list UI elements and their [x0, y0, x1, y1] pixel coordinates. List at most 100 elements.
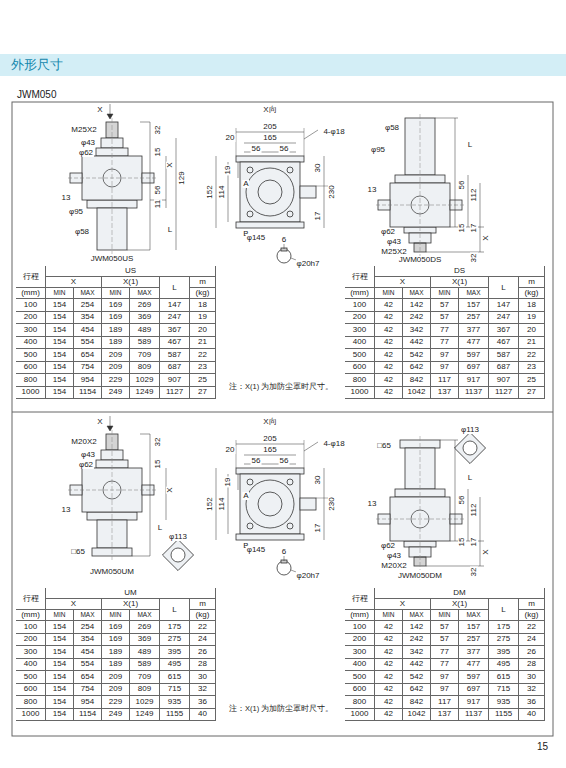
- table-cell: UM: [124, 589, 136, 597]
- table-cell-box: 800: [345, 696, 375, 709]
- table-cell: 754: [81, 363, 94, 371]
- table-cell-box: 442: [403, 659, 431, 672]
- table-cell: 597: [467, 673, 480, 681]
- table-cell-box: MIN: [375, 288, 403, 299]
- table-cell: 809: [138, 363, 151, 371]
- page-number: 15: [536, 742, 549, 752]
- table-cell: 715: [168, 685, 181, 693]
- table-cell: 697: [467, 363, 480, 371]
- table-cell: 19: [527, 313, 536, 321]
- table-cell: 154: [53, 698, 66, 706]
- table-cell-box: 542: [403, 349, 431, 362]
- table-cell: 23: [527, 363, 536, 371]
- table-cell: 77: [440, 338, 449, 346]
- table-cell-box: 189: [102, 646, 130, 659]
- dimension-label: X: [482, 234, 490, 241]
- table-cell: 30: [527, 673, 536, 681]
- table-cell: 27: [198, 388, 207, 396]
- table-cell-box: 21: [190, 337, 216, 350]
- table-cell: 654: [81, 673, 94, 681]
- table-cell-box: 395: [160, 646, 190, 659]
- table-cell-box: 19: [190, 312, 216, 325]
- table-cell-box: 454: [74, 324, 102, 337]
- table-cell-box: m: [190, 599, 216, 610]
- table-cell: 367: [497, 326, 510, 334]
- dimension-label: 32: [470, 567, 478, 578]
- table-cell: 247: [168, 313, 181, 321]
- dimension-label: 17: [314, 211, 322, 222]
- dimension-label: JWM050US: [90, 255, 135, 263]
- table-cell: 400: [353, 660, 366, 668]
- table-cell: X(1): [452, 600, 467, 608]
- table-cell-box: 1137: [459, 387, 489, 400]
- table-cell: 477: [467, 338, 480, 346]
- dimension-label: 13: [61, 506, 72, 514]
- table-cell-box: MAX: [130, 610, 160, 621]
- table-cell-box: 40: [190, 709, 216, 722]
- dimension-label: 114: [218, 497, 226, 512]
- dimension-label: JWM050UM: [89, 568, 135, 576]
- table-cell: DS: [454, 267, 465, 275]
- table-cell: 615: [168, 673, 181, 681]
- dimension-label: 19: [224, 165, 232, 176]
- table-cell-box: 147: [489, 299, 519, 312]
- table-cell-box: 142: [403, 621, 431, 634]
- table-cell: 642: [410, 363, 423, 371]
- table-cell: 369: [138, 313, 151, 321]
- dimension-label: φ20h7: [296, 572, 321, 580]
- dimension-label: φ62: [78, 149, 94, 157]
- dimension-label: 30: [314, 163, 322, 174]
- table-cell: 800: [353, 376, 366, 384]
- table-cell-box: 200: [345, 312, 375, 325]
- table-cell-box: DM: [375, 588, 545, 599]
- table-cell: 100: [24, 301, 37, 309]
- dimension-label: 15: [458, 223, 466, 234]
- table-cell-box: m: [519, 277, 545, 288]
- table-cell: 27: [527, 388, 536, 396]
- table-cell-box: 100: [16, 621, 46, 634]
- table-cell: 57: [440, 301, 449, 309]
- table-cell: m: [199, 278, 206, 286]
- table-cell: 342: [410, 326, 423, 334]
- table-cell: 18: [527, 301, 536, 309]
- table-cell-box: X(1): [102, 599, 160, 610]
- table-cell: 117: [438, 698, 451, 706]
- table-cell-box: 500: [345, 671, 375, 684]
- table-cell: US: [125, 267, 136, 275]
- table-cell: 935: [497, 698, 510, 706]
- dimension-label: 4-φ18: [322, 128, 345, 136]
- table-cell: 1249: [136, 388, 154, 396]
- table-cell: 25: [527, 376, 536, 384]
- table-cell-box: 257: [459, 312, 489, 325]
- table-cell-box: 209: [102, 684, 130, 697]
- table-cell: 154: [53, 338, 66, 346]
- table-cell: 200: [353, 635, 366, 643]
- table-cell-box: 42: [375, 349, 403, 362]
- table-cell: 587: [168, 351, 181, 359]
- table-cell: m: [199, 600, 206, 608]
- dimension-label: φ145: [246, 234, 267, 242]
- dimension-label: 13: [61, 194, 72, 202]
- table-cell: 269: [138, 623, 151, 631]
- table-cell: 954: [81, 698, 94, 706]
- table-cell: X: [400, 278, 405, 286]
- table-cell-box: 28: [519, 659, 545, 672]
- table-cell: 1155: [166, 710, 183, 718]
- table-cell: 600: [24, 363, 37, 371]
- table-note: 注：X(1) 为加防尘罩时尺寸。: [228, 704, 342, 713]
- table-cell-box: 154: [46, 634, 74, 647]
- dimension-label: φ43: [386, 238, 402, 246]
- dimension-label: □65: [70, 548, 86, 556]
- table-cell: 36: [198, 698, 207, 706]
- header-bar: [0, 54, 566, 76]
- table-cell-box: 20: [190, 324, 216, 337]
- table-cell-box: 1042: [403, 709, 431, 722]
- table-cell: 77: [440, 660, 449, 668]
- table-cell-box: 342: [403, 646, 431, 659]
- dimension-label: φ62: [380, 228, 396, 236]
- table-cell: 行程: [23, 273, 39, 281]
- table-cell-box: 554: [74, 337, 102, 350]
- table-cell: (mm): [21, 289, 40, 297]
- table-cell: MIN: [110, 290, 122, 297]
- dimension-label: JWM050DS: [398, 256, 443, 264]
